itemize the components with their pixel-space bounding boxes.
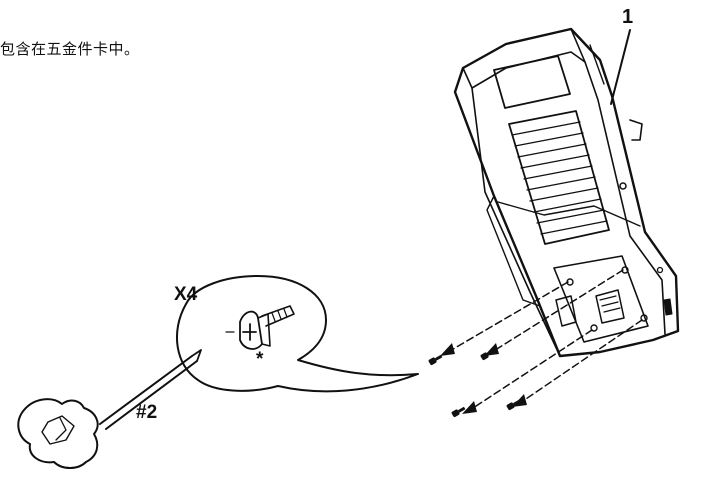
connector-panel [553,255,673,343]
phillips-screw [225,305,295,350]
vent-grille [508,110,610,245]
screw-quantity-label: X4 [174,284,198,305]
hardware-kit-note: 包含在五金件卡中。 [0,40,140,58]
screw-note-marker: * [256,349,264,370]
small-screws [428,349,521,418]
screw-insertion-arrows [447,269,643,411]
arrow-bottom-right [519,319,643,404]
callout-number-1: 1 [622,6,634,28]
arrow-top-left [447,281,569,353]
phillips-screwdriver [17,349,202,469]
device-housing [453,27,680,358]
arrow-top-right [491,269,624,353]
driver-size-label: #2 [136,402,158,423]
callout-leader-line [610,29,631,105]
screw-callout-bubble [175,275,419,393]
arrow-bottom-left [469,329,593,411]
